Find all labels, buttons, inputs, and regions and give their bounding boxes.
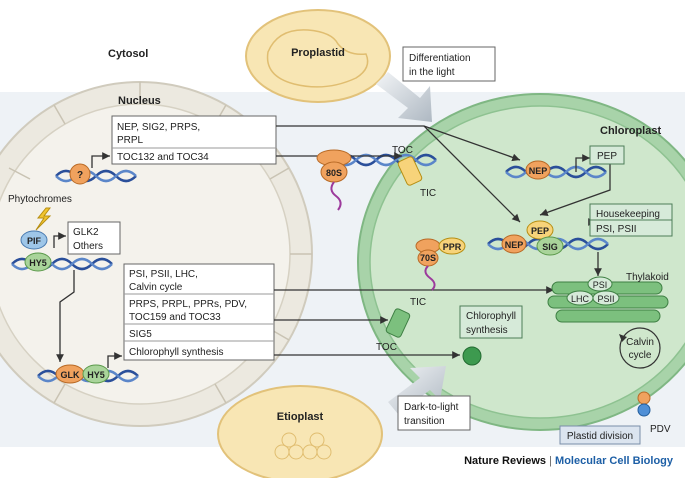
- toc-tic-bottom: TIC TOC: [376, 297, 426, 353]
- gene-box-bottom-line3: PRPS, PRPL, PPRs, PDV,: [129, 299, 247, 310]
- plastid-division-label: Plastid division: [567, 431, 633, 442]
- dark-to-light-line2: transition: [404, 416, 445, 427]
- differentiation-arrow: Differentiation in the light: [376, 46, 496, 122]
- journal-name: Nature Reviews: [464, 455, 547, 467]
- ribosome-70s: 70S: [415, 238, 441, 291]
- etioplast-label: Etioplast: [277, 411, 324, 423]
- toc-tic-top: TOC TIC: [392, 145, 436, 199]
- nep-label: NEP: [505, 240, 524, 250]
- differentiation-line2: in the light: [409, 67, 455, 78]
- glk-protein: GLK: [55, 364, 85, 384]
- psii-label: PSII: [597, 294, 614, 304]
- gene-box-glk2: GLK2 Others: [67, 221, 121, 255]
- pdv-label: PDV: [650, 424, 671, 435]
- tic-bottom-label: TIC: [410, 297, 426, 308]
- glk-label: GLK: [61, 370, 80, 380]
- lhc-label: LHC: [571, 294, 590, 304]
- nep-bottom: NEP: [501, 234, 527, 254]
- pif-protein: PIF: [20, 230, 48, 250]
- pif-label: PIF: [27, 236, 42, 246]
- gene-box-bottom-line6: Chlorophyll synthesis: [129, 347, 224, 358]
- chlorophyll-line2: synthesis: [466, 325, 508, 336]
- pep-label: PEP: [531, 226, 549, 236]
- others-label: Others: [73, 241, 103, 252]
- calvin-line1: Calvin: [626, 337, 654, 348]
- differentiation-line1: Differentiation: [409, 53, 471, 64]
- hy5-protein: HY5: [24, 252, 52, 272]
- dark-to-light-line1: Dark-to-light: [404, 402, 459, 413]
- housekeeping-box: Housekeeping PSI, PSII: [589, 203, 673, 237]
- gene-box-bottom-line5: SIG5: [129, 329, 152, 340]
- etioplast: Etioplast: [217, 385, 383, 478]
- chlorophyll-line1: Chlorophyll: [466, 311, 516, 322]
- ribosome-80s-label: 80S: [326, 168, 342, 178]
- plastid-division: Plastid division PDV: [559, 391, 671, 445]
- ppr-label: PPR: [443, 242, 462, 252]
- chloroplast: Chloroplast: [357, 93, 685, 431]
- toc-top-label: TOC: [392, 145, 413, 156]
- gene-box-bottom: PSI, PSII, LHC, Calvin cycle PRPS, PRPL,…: [123, 263, 275, 361]
- thylakoid-label: Thylakoid: [626, 272, 669, 283]
- unknown-factor-label: ?: [77, 170, 83, 181]
- toc-bottom-label: TOC: [376, 342, 397, 353]
- housekeeping-genes: PSI, PSII: [596, 224, 637, 235]
- thylakoid: Thylakoid PSI LHC PSII: [547, 272, 669, 323]
- ribosome-80s: 80S: [316, 149, 352, 211]
- gene-box-bottom-line4: TOC159 and TOC33: [129, 312, 221, 323]
- hy5-protein-b: HY5: [82, 364, 110, 384]
- dark-to-light-arrow: Dark-to-light transition: [388, 366, 471, 431]
- proplastid: Proplastid: [245, 9, 391, 103]
- chloroplast-label: Chloroplast: [600, 125, 661, 137]
- tic-top-label: TIC: [420, 188, 436, 199]
- nep-top: NEP: [525, 160, 551, 180]
- gene-box-top: NEP, SIG2, PRPS, PRPL TOC132 and TOC34: [111, 115, 277, 165]
- gene-box-top-line1: NEP, SIG2, PRPS,: [117, 122, 200, 133]
- hy5-label: HY5: [29, 258, 47, 268]
- journal-section: Molecular Cell Biology: [555, 455, 673, 467]
- phytochromes-label: Phytochromes: [8, 194, 72, 205]
- sig-label: SIG: [542, 242, 558, 252]
- hy5-b-label: HY5: [87, 370, 105, 380]
- gene-box-bottom-line2: Calvin cycle: [129, 282, 183, 293]
- glk2-label: GLK2: [73, 227, 99, 238]
- chlorophyll-synthesis: Chlorophyll synthesis: [459, 305, 523, 366]
- psi-label: PSI: [593, 280, 608, 290]
- nep-top-label: NEP: [529, 166, 548, 176]
- ppr-protein: PPR: [438, 237, 466, 255]
- pep-top-box: PEP: [589, 145, 625, 165]
- gene-box-top-line3: TOC132 and TOC34: [117, 152, 209, 163]
- pep-protein: PEP: [526, 220, 554, 240]
- light-bolt-icon: [35, 207, 52, 231]
- calvin-line2: cycle: [629, 350, 652, 361]
- pep-top-label: PEP: [597, 151, 617, 162]
- journal-footer: Nature Reviews | Molecular Cell Biology: [0, 455, 673, 467]
- footer-separator: |: [549, 455, 552, 467]
- cytosol-label: Cytosol: [108, 48, 148, 60]
- nucleus-label: Nucleus: [118, 95, 161, 107]
- gene-box-bottom-line1: PSI, PSII, LHC,: [129, 269, 198, 280]
- proplastid-label: Proplastid: [291, 47, 345, 59]
- unknown-factor: ?: [69, 163, 91, 185]
- ribosome-70s-label: 70S: [420, 253, 436, 263]
- sig-protein: SIG: [536, 236, 564, 256]
- gene-box-top-line2: PRPL: [117, 135, 144, 146]
- calvin-cycle: Calvin cycle: [619, 327, 661, 369]
- housekeeping-label: Housekeeping: [596, 209, 660, 220]
